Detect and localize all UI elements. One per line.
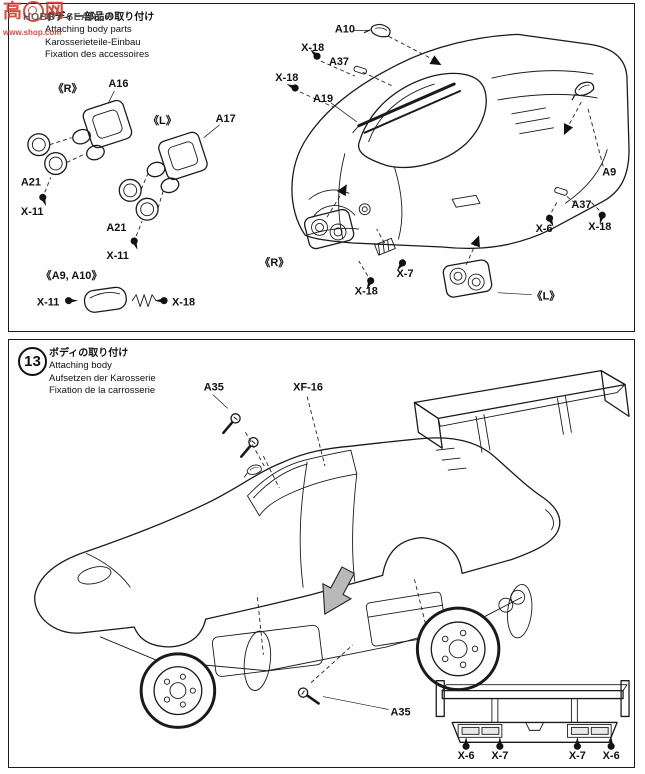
part-label: 《R》 (53, 82, 83, 95)
part-label: X-7 (491, 750, 508, 762)
part-label: A21 (21, 176, 41, 188)
body-mounting-callouts (212, 394, 389, 710)
watermark-logo-icon (23, 1, 45, 22)
part-label: A9 (602, 166, 616, 178)
step-12-panel: ボディー部品の取り付け Attaching body parts Karosse… (8, 3, 635, 332)
headlight-pod-right-on-car (303, 181, 376, 291)
part-label: X-6 (603, 750, 620, 762)
front-wheel (139, 652, 217, 729)
part-label: XF-16 (293, 382, 323, 394)
part-label: 《L》 (148, 114, 177, 127)
step-13-title-fr: Fixation de la carrosserie (49, 385, 156, 396)
rear-wing-light-inset (435, 680, 630, 750)
part-label: X-18 (172, 297, 195, 309)
part-label: 《A9, A10》 (41, 269, 103, 282)
step-12-title-fr: Fixation des accessoires (45, 49, 150, 60)
headlight-pod-right-assembly (27, 90, 133, 208)
part-label: X-18 (275, 72, 298, 84)
part-label: A16 (108, 78, 128, 90)
part-label: A10 (335, 23, 355, 35)
part-label: X-18 (588, 221, 611, 233)
watermark-cn-prefix: 高 (3, 1, 23, 22)
step-13-number-badge: 13 (18, 347, 47, 376)
part-label: A19 (313, 93, 333, 105)
headlight-pod-left-on-car (442, 233, 532, 298)
part-label: X-11 (21, 206, 43, 218)
part-label: A21 (106, 222, 126, 234)
part-label: X-7 (397, 268, 414, 280)
step-12-title-de: Karosserieteile-Einbau (45, 36, 141, 48)
step-13-title-ja: ボディの取り付け (49, 348, 129, 359)
part-label: A37 (329, 56, 349, 68)
part-label: X-6 (458, 750, 475, 762)
watermark: 高 网 HOBBY-SEARCH www.shop.com (3, 1, 113, 37)
step-13-number: 13 (24, 353, 41, 370)
step-12-title-ja: ボディー部品の取り付け (45, 12, 155, 23)
part-label: X-11 (106, 250, 128, 262)
step-12-title-en: Attaching body parts (45, 24, 132, 35)
part-label: A35 (204, 382, 224, 394)
car-body-shell (34, 437, 561, 655)
part-label: X-18 (355, 286, 378, 298)
assembly-direction-arrow (322, 566, 355, 615)
step-12-header: ボディー部品の取り付け Attaching body parts Karosse… (45, 11, 154, 62)
body-part-callouts (285, 19, 607, 229)
rear-wheel (415, 606, 501, 692)
mirror-screw-note (65, 286, 168, 313)
watermark-cn-suffix: 网 (45, 1, 65, 22)
step-13-panel: 13 ボディの取り付け Attaching body Aufsetzen der… (8, 339, 635, 768)
step-13-title-de: Aufsetzen der Karosserie (49, 372, 156, 384)
part-label: X-11 (37, 297, 59, 309)
step-13-title-en: Attaching body (49, 360, 112, 371)
part-label: A37 (571, 199, 591, 211)
part-label: 《L》 (532, 290, 561, 303)
part-label: 《R》 (259, 256, 289, 269)
car-body-top-view (291, 33, 630, 249)
watermark-brand: HOBBY-SEARCH (23, 11, 113, 23)
part-label: X-6 (536, 223, 553, 235)
part-label: X-7 (569, 750, 586, 762)
watermark-url: www.shop.com (3, 28, 62, 37)
part-label: X-18 (301, 42, 324, 54)
x7-part (374, 228, 408, 273)
part-label: A35 (391, 706, 411, 718)
headlight-pod-left-assembly (118, 124, 220, 252)
rear-wing (413, 370, 630, 453)
step-13-header: ボディの取り付け Attaching body Aufsetzen der Ka… (49, 347, 156, 398)
part-label: A17 (216, 113, 236, 125)
